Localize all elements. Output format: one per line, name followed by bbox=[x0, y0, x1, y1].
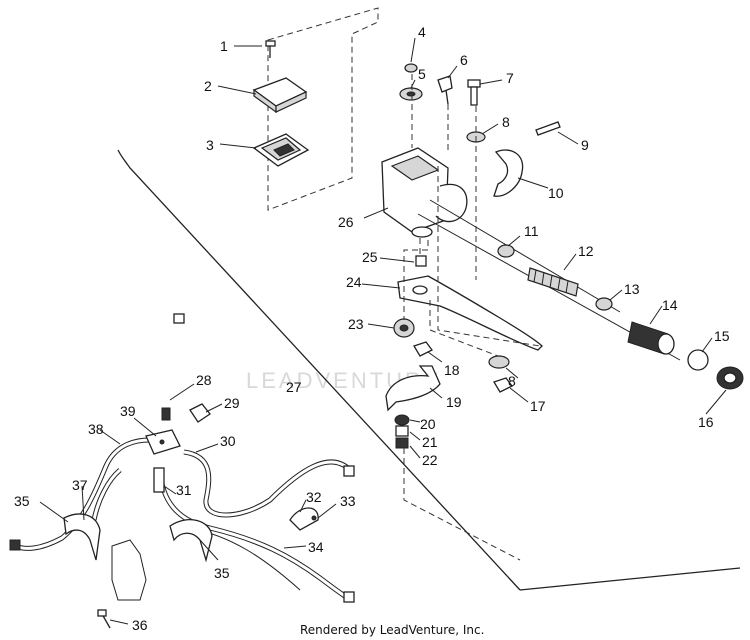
callout-27: 27 bbox=[286, 379, 302, 395]
callout-23: 23 bbox=[348, 316, 364, 332]
callout-11: 11 bbox=[524, 223, 539, 239]
pivot-pin-part bbox=[467, 79, 481, 106]
callout-29: 29 bbox=[224, 395, 240, 411]
master-cylinder-body bbox=[381, 147, 681, 361]
callout-16: 16 bbox=[698, 414, 714, 430]
callout-7: 7 bbox=[506, 70, 514, 86]
leader-lines-left bbox=[39, 383, 337, 625]
brake-hose-38 bbox=[9, 437, 151, 551]
dashed-boundary bbox=[267, 7, 379, 211]
callout-8-upper: 8 bbox=[502, 114, 510, 130]
grommet-part bbox=[289, 507, 319, 531]
callout-21: 21 bbox=[422, 434, 438, 450]
callout-34: 34 bbox=[308, 539, 324, 555]
brake-hose-37 bbox=[91, 468, 122, 521]
footer-credit: Rendered by LeadVenture, Inc. bbox=[300, 623, 484, 637]
brake-hose-28 bbox=[114, 313, 185, 421]
diaphragm-part bbox=[252, 133, 310, 167]
callout-4: 4 bbox=[418, 24, 426, 40]
locknut-part bbox=[493, 377, 513, 393]
brake-lever-part bbox=[397, 275, 543, 351]
callout-3: 3 bbox=[206, 137, 214, 153]
brake-switch-part bbox=[394, 414, 410, 449]
callout-20: 20 bbox=[420, 416, 436, 432]
callout-5: 5 bbox=[418, 66, 426, 82]
reservoir-cover-part bbox=[252, 77, 308, 114]
callout-33: 33 bbox=[340, 493, 356, 509]
callout-39: 39 bbox=[120, 403, 136, 419]
spring-part bbox=[527, 267, 579, 297]
callout-30: 30 bbox=[220, 433, 236, 449]
callout-35-right: 35 bbox=[214, 565, 230, 581]
callout-18: 18 bbox=[444, 362, 460, 378]
callout-22: 22 bbox=[422, 452, 438, 468]
nut-part bbox=[413, 341, 433, 357]
callout-13: 13 bbox=[624, 281, 640, 297]
washer-part bbox=[497, 244, 515, 258]
switch-bracket-part bbox=[385, 365, 441, 412]
callout-8-lower: 8 bbox=[508, 373, 516, 389]
callout-35-left: 35 bbox=[14, 493, 30, 509]
tee-fitting-part bbox=[153, 467, 165, 493]
fitting-part bbox=[189, 403, 211, 423]
boot-part bbox=[716, 366, 744, 390]
junction-block-part bbox=[145, 429, 181, 455]
washer-part bbox=[595, 297, 613, 311]
screw-part bbox=[265, 40, 276, 58]
callout-37: 37 bbox=[72, 477, 88, 493]
callout-12: 12 bbox=[578, 243, 594, 259]
clamp-part bbox=[493, 149, 524, 197]
callout-36: 36 bbox=[132, 617, 148, 633]
callout-6: 6 bbox=[460, 52, 468, 68]
dashed-connectors bbox=[403, 74, 541, 561]
callout-31: 31 bbox=[176, 482, 192, 498]
washer-part bbox=[404, 63, 418, 73]
seal-part bbox=[687, 349, 709, 371]
washer-part-lower bbox=[488, 355, 510, 369]
callout-17: 17 bbox=[530, 398, 546, 414]
callout-2: 2 bbox=[204, 78, 212, 94]
panel-outline bbox=[117, 149, 521, 591]
lever-pivot bbox=[412, 285, 428, 295]
callout-26: 26 bbox=[338, 214, 354, 230]
callout-38: 38 bbox=[88, 421, 104, 437]
mounting-screw-part bbox=[97, 609, 111, 629]
lever-spring-part bbox=[393, 318, 415, 338]
hose-clamp-part bbox=[63, 513, 101, 561]
frame-bracket bbox=[111, 539, 147, 601]
brake-hose-30 bbox=[183, 449, 355, 518]
callout-32: 32 bbox=[306, 489, 322, 505]
clamp-screw-part bbox=[535, 121, 561, 136]
panel-outline-bottom bbox=[519, 567, 741, 591]
callout-15: 15 bbox=[714, 328, 730, 344]
bushing-part bbox=[415, 255, 427, 267]
callout-24: 24 bbox=[346, 274, 362, 290]
banjo-bolt-part bbox=[437, 75, 453, 105]
callouts: 1 2 3 4 5 6 7 8 9 10 11 12 13 14 15 16 1… bbox=[14, 24, 730, 633]
callout-1: 1 bbox=[220, 38, 228, 54]
sealing-washer-part bbox=[399, 87, 423, 101]
callout-14: 14 bbox=[662, 297, 678, 313]
hose-clamp-part bbox=[169, 519, 213, 563]
callout-10: 10 bbox=[548, 185, 564, 201]
callout-28: 28 bbox=[196, 372, 212, 388]
piston-part bbox=[627, 321, 675, 355]
callout-9: 9 bbox=[581, 137, 589, 153]
callout-19: 19 bbox=[446, 394, 462, 410]
callout-25: 25 bbox=[362, 249, 378, 265]
rivet-part bbox=[311, 515, 317, 521]
